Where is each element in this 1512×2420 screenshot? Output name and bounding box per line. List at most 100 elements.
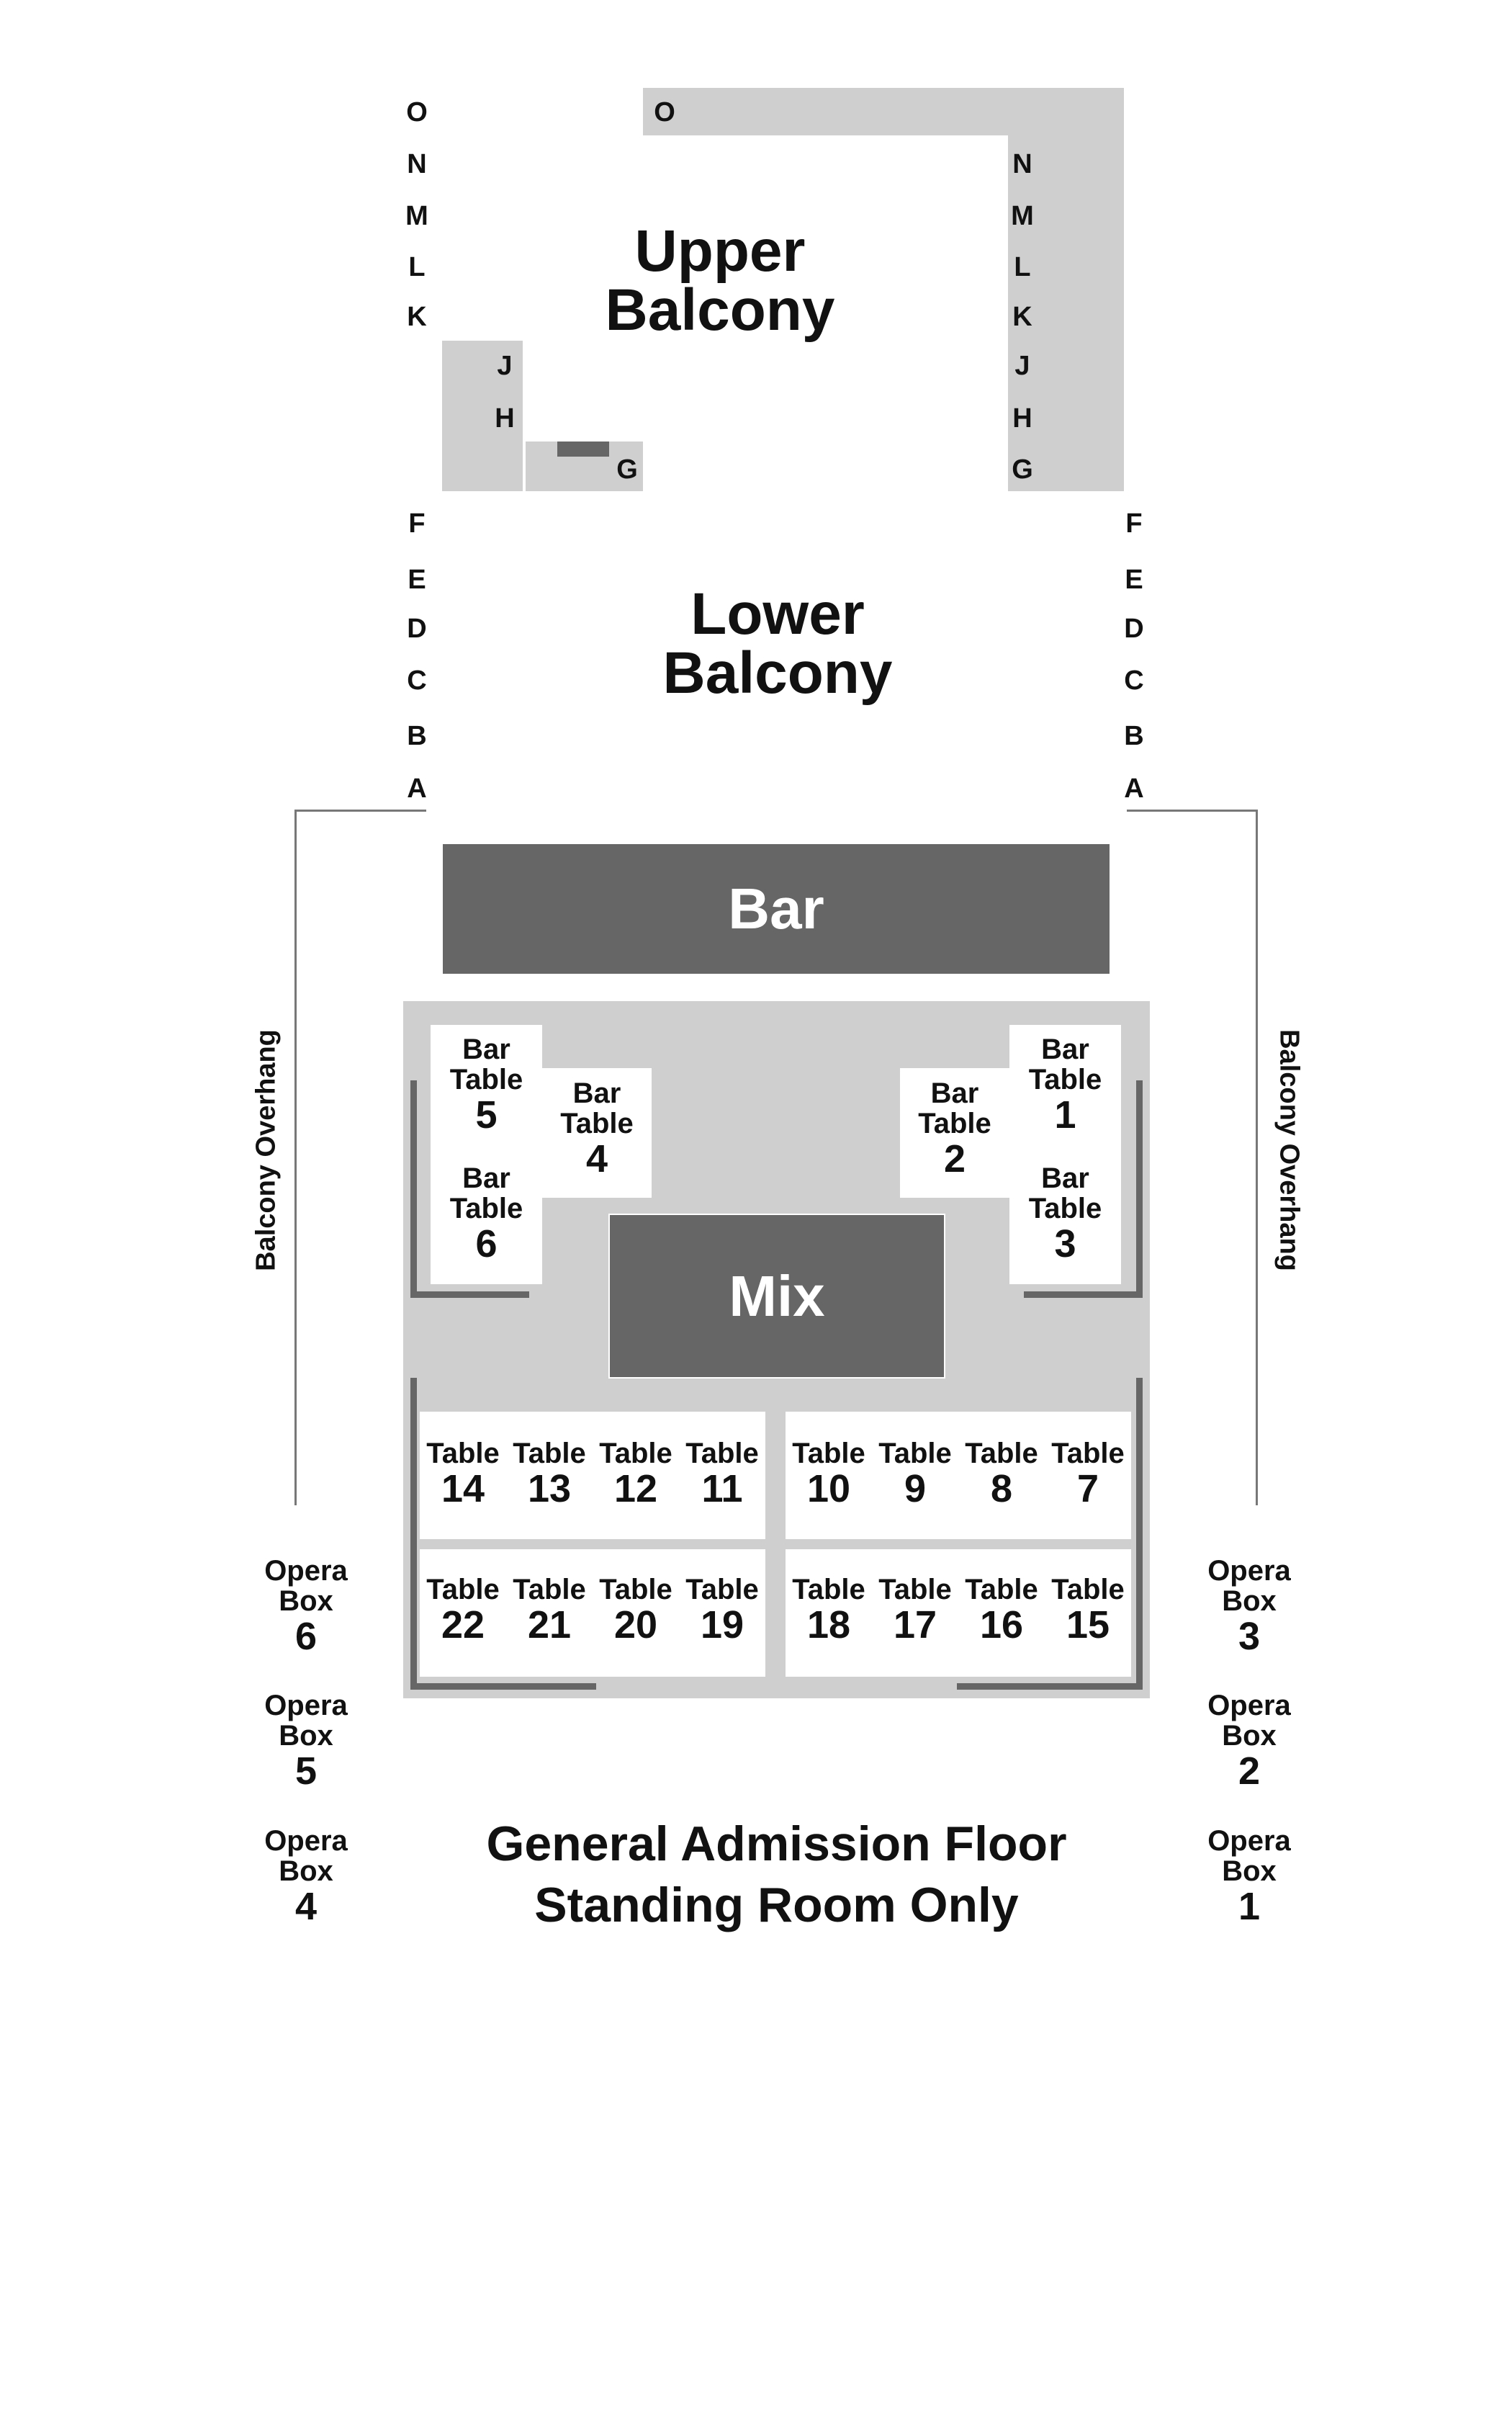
table-number: 13	[527, 1467, 572, 1510]
opera-box-number: 6	[294, 1615, 318, 1658]
table-14[interactable]: Table 14	[420, 1438, 506, 1510]
table-9[interactable]: Table 9	[872, 1438, 958, 1510]
table-16[interactable]: Table 16	[958, 1574, 1045, 1646]
table-15[interactable]: Table 15	[1045, 1574, 1131, 1646]
opera-box-4[interactable]: Opera Box 4	[248, 1826, 364, 1927]
bar-table-number: 1	[1054, 1093, 1076, 1137]
table-18[interactable]: Table 18	[786, 1574, 872, 1646]
opera-box-number: 4	[294, 1885, 318, 1928]
opera-box-3[interactable]: Opera Box 3	[1192, 1556, 1307, 1657]
bar-area: Bar	[443, 844, 1110, 974]
bar-table-label: Bar	[462, 1162, 510, 1194]
bar-table-number: 3	[1054, 1222, 1076, 1265]
balcony-overhang-label-right: Balcony Overhang	[1274, 1029, 1305, 1271]
opera-box-number: 5	[294, 1749, 318, 1793]
upper-right-row-label: N	[1012, 149, 1032, 179]
table-label: Table	[1051, 1438, 1125, 1469]
floor-line2: Standing Room Only	[534, 1878, 1019, 1932]
lower-right-row-label: A	[1124, 774, 1144, 804]
opera-box-1[interactable]: Opera Box 1	[1192, 1826, 1307, 1927]
upper-right-row-label: M	[1011, 201, 1034, 231]
table-number: 12	[613, 1467, 658, 1510]
lower-left-row-label: A	[407, 774, 427, 804]
table-12[interactable]: Table 12	[593, 1438, 679, 1510]
opera-box-label: Opera	[1207, 1825, 1291, 1857]
lower-left-row-label: B	[407, 721, 427, 751]
upper-left-row-label: G	[616, 454, 638, 485]
bar-table-3[interactable]: Bar Table 3	[1009, 1163, 1121, 1265]
bracket-right-upper-horizontal	[1024, 1291, 1143, 1298]
upper-right-row-label: K	[1012, 302, 1032, 332]
table-label: Table	[513, 1574, 586, 1605]
opera-box-label: Box	[279, 1720, 333, 1752]
opera-box-label: Box	[279, 1585, 333, 1617]
mix-area: Mix	[608, 1214, 945, 1379]
lower-right-row-label: D	[1124, 614, 1144, 644]
upper-balcony-title: Upper Balcony	[562, 222, 878, 340]
table-label: Table	[685, 1574, 759, 1605]
mix-label: Mix	[729, 1263, 825, 1328]
table-11[interactable]: Table 11	[679, 1438, 765, 1510]
opera-box-6[interactable]: Opera Box 6	[248, 1556, 364, 1657]
table-block-row1-right	[786, 1412, 1131, 1539]
opera-box-label: Opera	[264, 1825, 348, 1857]
opera-box-label: Opera	[1207, 1555, 1291, 1587]
table-number: 21	[527, 1603, 572, 1646]
table-label: Table	[426, 1574, 500, 1605]
lower-left-row-label: F	[408, 508, 426, 539]
upper-left-row-label: O	[406, 97, 428, 127]
bar-table-label: Bar	[930, 1077, 979, 1109]
lower-balcony-title-line1: Lower	[690, 581, 865, 647]
table-label: Table	[426, 1438, 500, 1469]
table-number: 20	[613, 1603, 658, 1646]
overhang-line-right-horizontal	[1127, 810, 1258, 812]
floor-line1: General Admission Floor	[486, 1816, 1067, 1871]
table-7[interactable]: Table 7	[1045, 1438, 1131, 1510]
overhang-line-right-vertical	[1256, 810, 1258, 1505]
table-8[interactable]: Table 8	[958, 1438, 1045, 1510]
bar-table-2[interactable]: Bar Table 2	[900, 1078, 1009, 1180]
table-10[interactable]: Table 10	[786, 1438, 872, 1510]
bar-table-block-left-outer	[431, 1025, 542, 1284]
table-19[interactable]: Table 19	[679, 1574, 765, 1646]
bar-table-6[interactable]: Bar Table 6	[431, 1163, 542, 1265]
table-block-row2-right	[786, 1549, 1131, 1677]
bar-table-number: 6	[475, 1222, 498, 1265]
table-20[interactable]: Table 20	[593, 1574, 679, 1646]
bar-table-1[interactable]: Bar Table 1	[1009, 1034, 1121, 1136]
bar-table-4[interactable]: Bar Table 4	[542, 1078, 652, 1180]
table-22[interactable]: Table 22	[420, 1574, 506, 1646]
lower-right-row-label: C	[1124, 666, 1144, 696]
upper-right-row-label: J	[1014, 351, 1030, 381]
bracket-left-upper-vertical	[410, 1080, 417, 1298]
opera-box-label: Box	[1222, 1585, 1277, 1617]
opera-box-5[interactable]: Opera Box 5	[248, 1690, 364, 1792]
table-label: Table	[599, 1438, 672, 1469]
table-number: 15	[1066, 1603, 1110, 1646]
bracket-right-upper-vertical	[1136, 1080, 1143, 1298]
bar-table-block-left-inner	[542, 1068, 652, 1198]
table-block-row1-left	[420, 1412, 765, 1539]
bar-table-label: Bar	[572, 1077, 621, 1109]
bracket-left-lower-horizontal	[410, 1683, 596, 1690]
table-21[interactable]: Table 21	[506, 1574, 593, 1646]
bar-table-block-right-outer	[1009, 1025, 1121, 1284]
table-17[interactable]: Table 17	[872, 1574, 958, 1646]
bar-table-label: Bar	[1041, 1162, 1089, 1194]
table-number: 19	[700, 1603, 744, 1646]
table-number: 16	[979, 1603, 1024, 1646]
table-13[interactable]: Table 13	[506, 1438, 593, 1510]
bar-table-label: Table	[449, 1064, 523, 1095]
bar-table-5[interactable]: Bar Table 5	[431, 1034, 542, 1136]
opera-box-2[interactable]: Opera Box 2	[1192, 1690, 1307, 1792]
opera-box-label: Box	[279, 1855, 333, 1887]
opera-box-label: Opera	[1207, 1690, 1291, 1721]
upper-right-row-label: G	[1012, 454, 1033, 485]
opera-box-number: 1	[1238, 1885, 1261, 1928]
bracket-right-lower-vertical	[1136, 1378, 1143, 1690]
overhang-line-left-horizontal	[294, 810, 426, 812]
bar-label: Bar	[728, 877, 824, 941]
upper-left-row-label: N	[407, 149, 427, 179]
table-number: 7	[1076, 1467, 1099, 1510]
lower-balcony-title: Lower Balcony	[619, 585, 936, 703]
